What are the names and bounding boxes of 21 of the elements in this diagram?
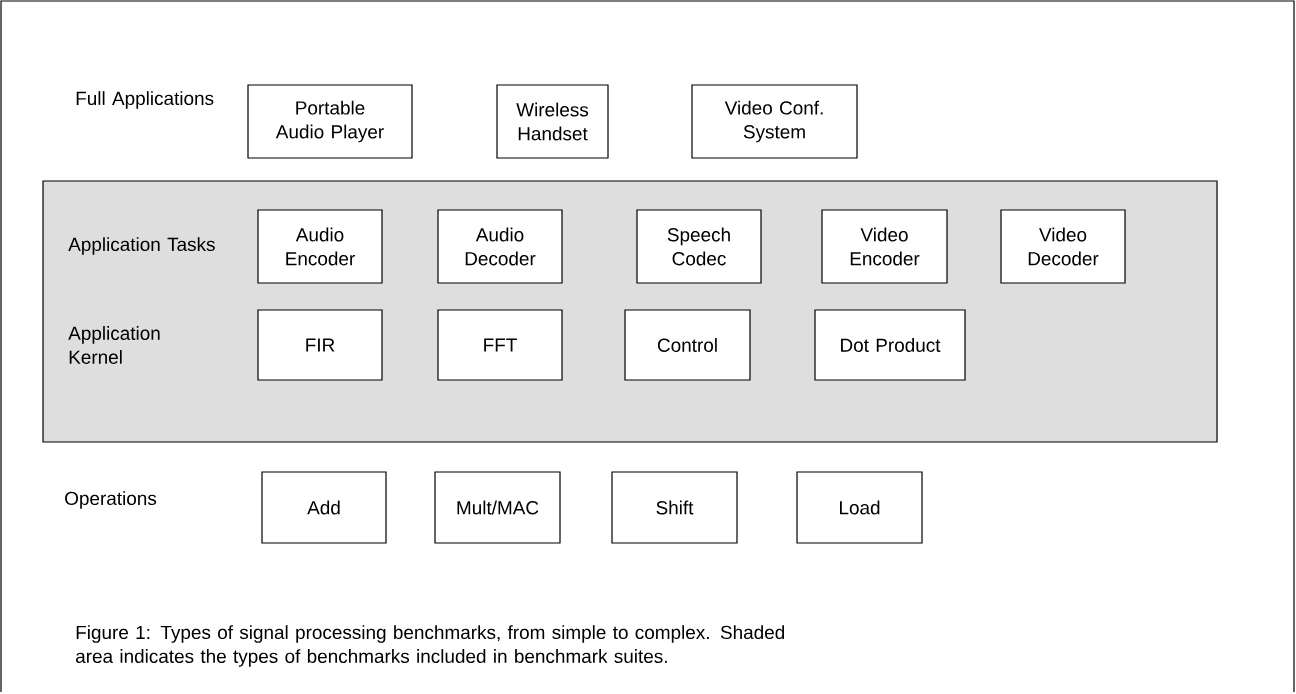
text-box: Portable Audio Player (247, 84, 413, 159)
text-box: Shift (611, 471, 738, 544)
text-box: Audio Encoder (257, 209, 383, 284)
text-box: Speech Codec (636, 209, 762, 284)
text-box: FIR (257, 309, 383, 381)
text-box: Load (796, 471, 923, 544)
row-label: Operations (65, 491, 157, 509)
text-box: Add (261, 471, 387, 544)
text-box: Video Conf. System (691, 84, 858, 159)
text-box: Dot Product (814, 309, 966, 381)
row-label: Full Applications (76, 91, 214, 109)
row-label: Application Tasks (68, 237, 215, 255)
text-box: FFT (437, 309, 563, 381)
caption: Figure 1: Types of signal processing benchmarks, from simple to complex. Shaded area indicates the types of benchmarks included in benchmark suites. (76, 625, 784, 667)
text-box: Video Encoder (821, 209, 948, 284)
text-box: Control (624, 309, 751, 381)
text-box: Wireless Handset (496, 84, 609, 159)
text-box: Mult/MAC (434, 471, 561, 544)
text-box: Video Decoder (1000, 209, 1126, 284)
row-label: Application Kernel (68, 326, 160, 364)
text-box: Audio Decoder (437, 209, 563, 284)
